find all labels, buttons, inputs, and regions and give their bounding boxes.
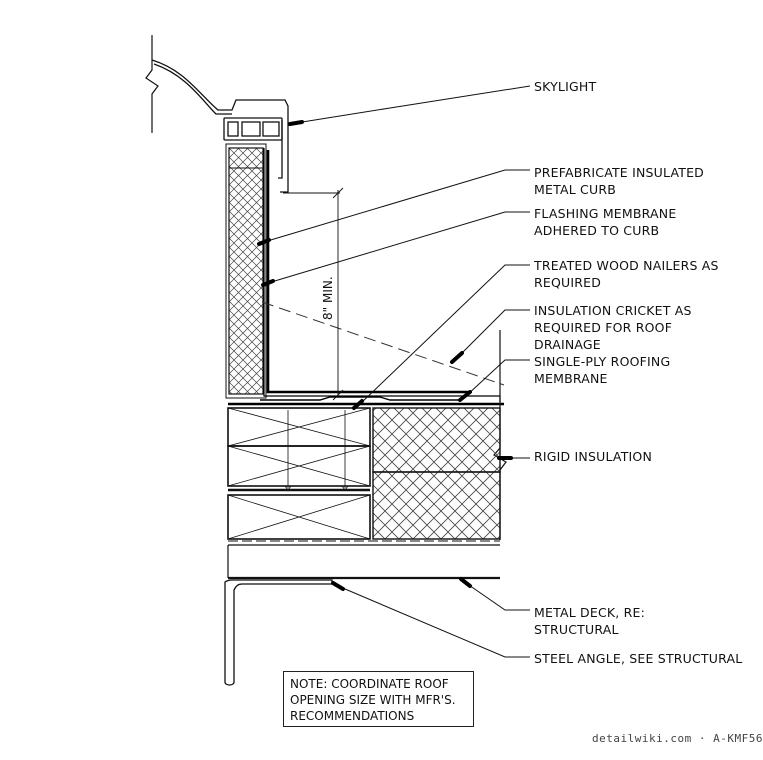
label-deck-line2: STRUCTURAL xyxy=(534,622,619,637)
roofing-membrane xyxy=(228,396,504,406)
label-cricket-line2: REQUIRED FOR ROOF xyxy=(534,320,673,335)
note-line-2: OPENING SIZE WITH MFR'S. xyxy=(290,693,456,707)
note-line-1: NOTE: COORDINATE ROOF xyxy=(290,677,449,691)
label-cricket-line3: DRAINAGE xyxy=(534,337,601,352)
label-cricket-line1: INSULATION CRICKET AS xyxy=(534,303,692,318)
source-credit: detailwiki.com · A-KMF56 xyxy=(592,732,763,745)
rigid-insulation xyxy=(372,407,501,540)
label-curb-line2: METAL CURB xyxy=(534,182,616,197)
roof-curb-detail-drawing: 8" MIN. xyxy=(145,35,531,686)
skylight-frame xyxy=(151,59,289,193)
wood-nailers xyxy=(227,407,371,540)
label-curb-line1: PREFABRICATE INSULATED xyxy=(534,165,704,180)
label-skylight: SKYLIGHT xyxy=(534,79,597,94)
label-steel-angle: STEEL ANGLE, SEE STRUCTURAL xyxy=(534,651,743,666)
note-line-3: RECOMMENDATIONS xyxy=(290,709,415,723)
label-deck-line1: METAL DECK, RE: xyxy=(534,605,646,620)
metal-deck xyxy=(227,540,500,580)
leader-markers xyxy=(257,120,513,591)
dimension-8-min xyxy=(283,187,344,401)
cricket-slope-line xyxy=(261,301,505,386)
label-rigid-insulation: RIGID INSULATION xyxy=(534,449,653,464)
flashing-membrane xyxy=(263,148,501,402)
break-line xyxy=(145,35,159,133)
dimension-label: 8" MIN. xyxy=(321,276,335,320)
label-nailers-line1: TREATED WOOD NAILERS AS xyxy=(534,258,719,273)
coordination-note: NOTE: COORDINATE ROOF OPENING SIZE WITH … xyxy=(283,671,474,727)
insulated-metal-curb xyxy=(225,143,267,399)
label-flashing-line2: ADHERED TO CURB xyxy=(534,223,660,238)
label-flashing-line1: FLASHING MEMBRANE xyxy=(534,206,677,221)
leader-lines xyxy=(263,85,531,658)
label-nailers-line2: REQUIRED xyxy=(534,275,602,290)
steel-angle xyxy=(224,579,333,686)
label-membrane-line2: MEMBRANE xyxy=(534,371,608,386)
label-membrane-line1: SINGLE-PLY ROOFING xyxy=(534,354,671,369)
